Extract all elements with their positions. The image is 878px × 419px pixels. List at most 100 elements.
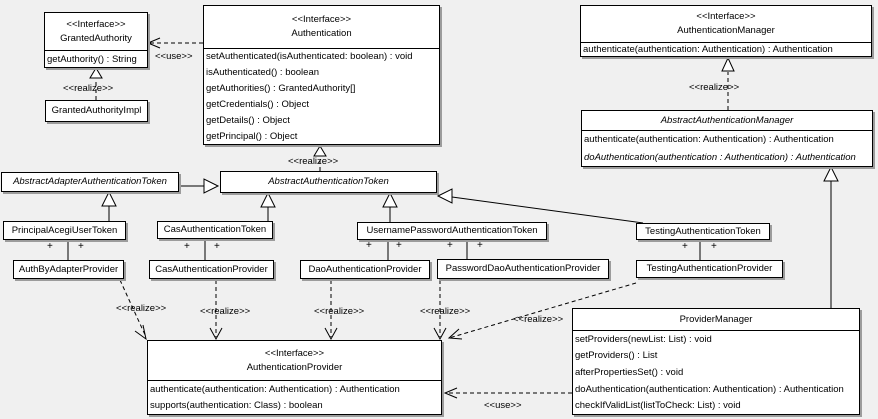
- class-granted-authority-impl: GrantedAuthorityImpl: [45, 100, 148, 122]
- realize-label: <<realize>>: [116, 303, 167, 314]
- multiplicity-plus: +: [396, 240, 402, 251]
- class-title: <<Interface>> GrantedAuthority: [45, 13, 147, 51]
- class-name: AuthenticationProvider: [246, 361, 343, 373]
- class-dao-authentication-provider: DaoAuthenticationProvider: [300, 260, 430, 279]
- method: getCredentials() : Object: [206, 98, 309, 110]
- class-authentication: <<Interface>> Authentication setAuthenti…: [203, 5, 440, 145]
- class-name: Authentication: [291, 28, 352, 39]
- use-label: <<use>>: [484, 400, 522, 411]
- realize-label: <<realize>>: [200, 306, 251, 317]
- realize-label: <<realize>>: [63, 83, 114, 94]
- class-password-dao-authentication-provider: PasswordDaoAuthenticationProvider: [437, 259, 609, 279]
- class-name: AbstractAdapterAuthenticationToken: [13, 176, 167, 187]
- generalization-arrow-icon: [823, 165, 839, 182]
- class-name: GrantedAuthority: [60, 32, 132, 44]
- method: getDetails() : Object: [206, 114, 290, 126]
- open-arrow-icon: [443, 387, 458, 399]
- multiplicity-plus: +: [184, 241, 190, 252]
- stereotype: <<Interface>>: [66, 18, 126, 30]
- class-provider-manager: ProviderManager setProviders(newList: Li…: [572, 308, 860, 415]
- class-auth-by-adapter-provider: AuthByAdapterProvider: [13, 260, 124, 279]
- edge-testing-token-to-abstract-token: [451, 196, 644, 224]
- multiplicity-plus: +: [47, 241, 53, 252]
- method-list: authenticate(authentication: Authenticat…: [582, 131, 872, 166]
- class-name: PrincipalAcegiUserToken: [11, 224, 118, 236]
- class-username-password-authentication-token: UsernamePasswordAuthenticationToken: [357, 222, 547, 240]
- realize-label: <<realize>>: [689, 82, 740, 93]
- class-name: DaoAuthenticationProvider: [308, 263, 422, 275]
- class-authentication-provider: <<Interface>> AuthenticationProvider aut…: [147, 340, 442, 415]
- stereotype: <<Interface>>: [264, 347, 325, 359]
- open-arrow-icon: [447, 328, 463, 340]
- class-abstract-adapter-authentication-token: AbstractAdapterAuthenticationToken: [1, 172, 179, 192]
- generalization-arrow-icon: [382, 191, 398, 208]
- method: isAuthenticated() : boolean: [206, 67, 320, 79]
- method: doAuthentication(authentication: Authent…: [575, 383, 844, 395]
- class-testing-authentication-token: TestingAuthenticationToken: [636, 223, 770, 240]
- generalization-arrow-icon: [101, 190, 117, 207]
- method: getAuthorities() : GrantedAuthority[]: [206, 83, 356, 95]
- method: doAuthentication(authentication : Authen…: [584, 151, 856, 163]
- class-name: PasswordDaoAuthenticationProvider: [445, 263, 601, 274]
- class-testing-authentication-provider: TestingAuthenticationProvider: [636, 260, 783, 278]
- class-authentication-manager: <<Interface>> AuthenticationManager auth…: [580, 5, 872, 57]
- realize-label: <<realize>>: [420, 306, 471, 317]
- realize-arrow-icon: [313, 145, 327, 157]
- class-principal-acegi-user-token: PrincipalAcegiUserToken: [3, 221, 126, 240]
- class-title: <<Interface>> AuthenticationManager: [581, 6, 871, 43]
- class-name: GrantedAuthorityImpl: [51, 105, 142, 116]
- stereotype: <<Interface>>: [291, 14, 352, 25]
- method: supports(authentication: Class) : boolea…: [150, 400, 323, 412]
- open-arrow-icon: [134, 324, 147, 341]
- method: authenticate(authentication: Authenticat…: [583, 44, 833, 55]
- multiplicity-plus: +: [682, 241, 688, 252]
- method: checkIfValidList(listToCheck: List) : vo…: [575, 400, 741, 412]
- multiplicity-plus: +: [711, 241, 717, 252]
- realize-arrow-icon: [89, 67, 103, 79]
- open-arrow-icon: [324, 327, 338, 341]
- method-list: getAuthority() : String: [45, 51, 147, 67]
- open-arrow-icon: [146, 37, 161, 49]
- method: setAuthenticated(isAuthenticated: boolea…: [206, 51, 413, 63]
- method-list: setAuthenticated(isAuthenticated: boolea…: [204, 49, 439, 144]
- class-name: AuthenticationManager: [677, 25, 775, 36]
- class-name: ProviderManager: [573, 309, 859, 331]
- method: authenticate(authentication: Authenticat…: [150, 383, 400, 395]
- method: getProviders() : List: [575, 350, 658, 362]
- multiplicity-plus: +: [78, 241, 84, 252]
- class-granted-authority: <<Interface>> GrantedAuthority getAuthor…: [44, 12, 148, 68]
- method: setProviders(newList: List) : void: [575, 333, 712, 345]
- multiplicity-plus: +: [477, 240, 483, 251]
- method: getAuthority() : String: [47, 53, 137, 65]
- class-name: AbstractAuthenticationManager: [582, 111, 872, 131]
- generalization-arrow-icon: [436, 188, 453, 204]
- use-label: <<use>>: [155, 51, 193, 62]
- class-name: AuthByAdapterProvider: [18, 263, 119, 275]
- class-name: TestingAuthenticationProvider: [646, 263, 773, 274]
- multiplicity-plus: +: [214, 241, 220, 252]
- multiplicity-plus: +: [447, 240, 453, 251]
- realize-arrow-icon: [721, 56, 735, 72]
- class-name: CasAuthenticationToken: [163, 224, 267, 235]
- open-arrow-icon: [209, 327, 223, 341]
- method-list: authenticate(authentication: Authenticat…: [581, 43, 871, 56]
- class-abstract-authentication-manager: AbstractAuthenticationManager authentica…: [581, 110, 873, 167]
- class-name: AbstractAuthenticationToken: [268, 176, 389, 187]
- class-abstract-authentication-token: AbstractAuthenticationToken: [220, 171, 437, 193]
- class-name: CasAuthenticationProvider: [155, 263, 268, 275]
- class-cas-authentication-token: CasAuthenticationToken: [157, 221, 273, 239]
- method-list: authenticate(authentication: Authenticat…: [148, 381, 441, 414]
- generalization-arrow-icon: [203, 178, 220, 194]
- class-title: <<Interface>> Authentication: [204, 6, 439, 49]
- method: authenticate(authentication: Authenticat…: [584, 134, 834, 146]
- multiplicity-plus: +: [366, 240, 372, 251]
- method-list: setProviders(newList: List) : void getPr…: [573, 331, 859, 414]
- class-cas-authentication-provider: CasAuthenticationProvider: [149, 260, 274, 279]
- realize-label: <<realize>>: [513, 314, 564, 325]
- class-title: <<Interface>> AuthenticationProvider: [148, 341, 441, 381]
- stereotype: <<Interface>>: [696, 11, 756, 22]
- class-name: TestingAuthenticationToken: [645, 225, 761, 237]
- generalization-arrow-icon: [260, 191, 276, 208]
- method: afterPropertiesSet() : void: [575, 366, 684, 378]
